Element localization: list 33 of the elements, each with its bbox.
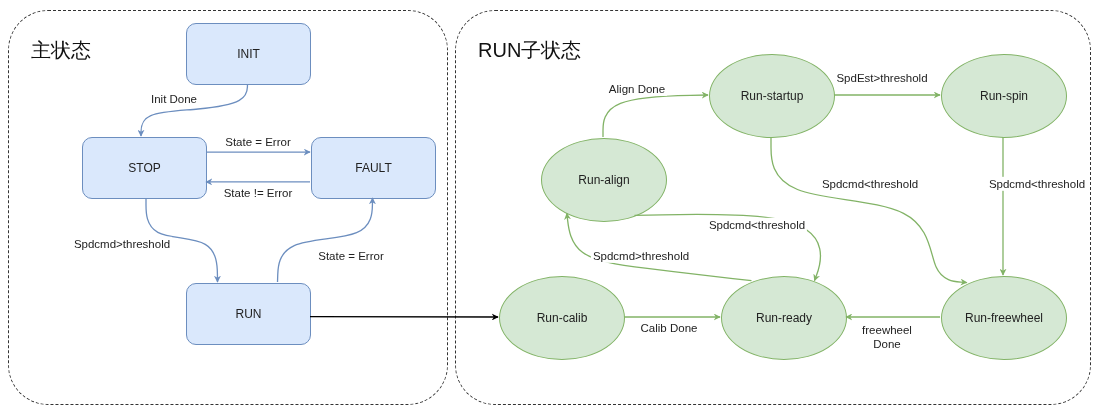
transition-arrow bbox=[564, 212, 753, 282]
state-name: Run-startup bbox=[740, 89, 804, 103]
state-box bbox=[186, 283, 311, 345]
state-box bbox=[186, 23, 311, 85]
state-box bbox=[311, 137, 436, 199]
transition-arrow bbox=[845, 313, 941, 321]
transition-arrow bbox=[145, 197, 221, 283]
transition-arrow bbox=[309, 313, 499, 321]
state-name: Run-calib bbox=[536, 311, 588, 325]
transition-arrow bbox=[999, 136, 1007, 276]
state-name: STOP bbox=[128, 161, 161, 175]
transition-arrow bbox=[205, 178, 311, 186]
state-name: INIT bbox=[237, 47, 260, 61]
transition-arrow bbox=[833, 91, 941, 99]
transition-arrow bbox=[770, 136, 968, 286]
transition-arrow bbox=[276, 197, 376, 283]
edge-label: Spdcmd<threshold bbox=[706, 217, 808, 233]
state-name: Run-align bbox=[578, 173, 630, 187]
transition-arrow bbox=[137, 83, 249, 137]
state-group-frame bbox=[8, 10, 448, 405]
state-name: FAULT bbox=[355, 161, 392, 175]
edge-label: Spdcmd<threshold bbox=[986, 176, 1088, 192]
state-name: Run-freewheel bbox=[964, 311, 1043, 325]
group-title: RUN子状态 bbox=[478, 38, 582, 63]
state-name: RUN bbox=[235, 307, 262, 321]
state-box bbox=[82, 137, 207, 199]
transition-arrow bbox=[623, 313, 721, 321]
transition-arrow bbox=[205, 148, 311, 156]
group-title: 主状态 bbox=[31, 38, 91, 63]
state-name: Run-spin bbox=[980, 89, 1028, 103]
state-name: Run-ready bbox=[756, 311, 812, 325]
edge-label: Spdcmd>threshold bbox=[71, 236, 173, 252]
transition-arrow bbox=[602, 91, 709, 138]
